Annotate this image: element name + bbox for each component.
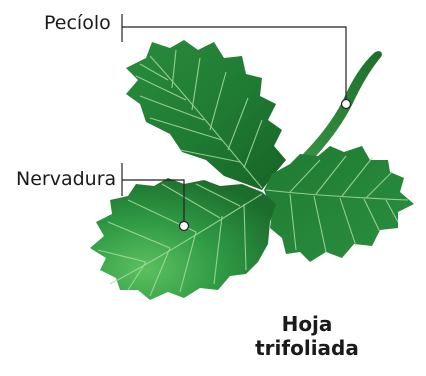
leaflet-top bbox=[126, 40, 286, 190]
vein-marker bbox=[180, 222, 189, 231]
leaflet-right bbox=[264, 146, 414, 262]
vein-label: Nervadura bbox=[16, 170, 116, 189]
petiole-marker bbox=[342, 100, 351, 109]
caption-line-2: trifoliada bbox=[232, 337, 382, 360]
petiole-label: Pecíolo bbox=[44, 14, 111, 33]
caption-line-1: Hoja bbox=[232, 313, 382, 336]
